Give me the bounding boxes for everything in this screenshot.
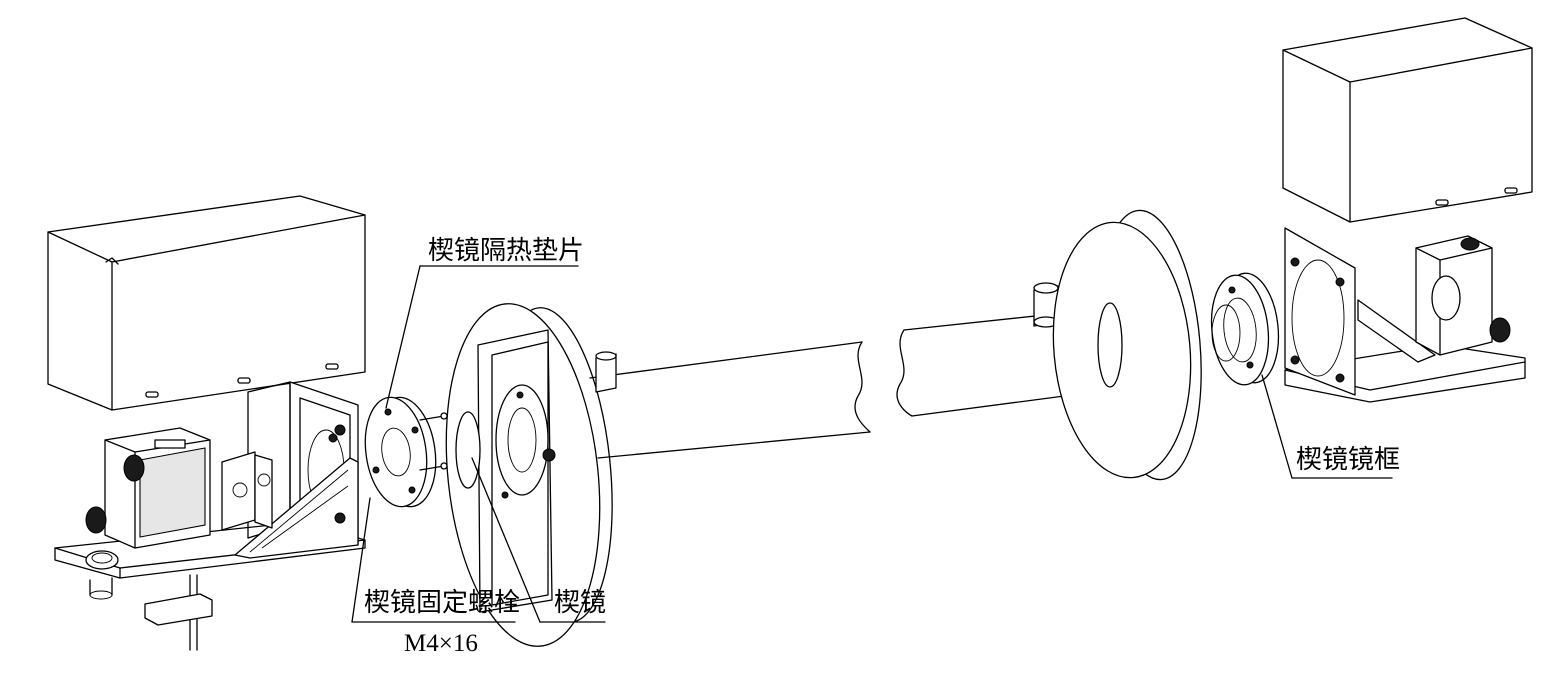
- label-bolt-spec: M4×16: [404, 630, 478, 657]
- right-cover: [1282, 17, 1533, 223]
- heat-shield-gasket: [364, 396, 448, 508]
- leader-lines: [351, 265, 1393, 623]
- label-fixing-bolt: 楔镜固定螺栓: [364, 588, 520, 617]
- label-heat-shield-gasket: 楔镜隔热垫片: [428, 236, 584, 265]
- gas-fitting-left: [595, 351, 617, 393]
- left-cover: [47, 195, 366, 411]
- wedge-mirror-left-disk: [445, 303, 613, 647]
- label-wedge-mirror-frame: 楔镜镜框: [1296, 445, 1400, 474]
- wedge-mirror-frame: [1210, 272, 1280, 386]
- label-wedge-mirror: 楔镜: [554, 588, 606, 617]
- adjust-knob-left: [85, 454, 145, 534]
- callout-labels: 楔镜隔热垫片 楔镜固定螺栓 M4×16 楔镜 楔镜镜框: [364, 236, 1400, 657]
- right-disk: [1052, 209, 1202, 481]
- right-mount-bracket: [1284, 227, 1526, 403]
- left-mount-bracket: [54, 381, 366, 651]
- beam-tube: [589, 282, 1111, 459]
